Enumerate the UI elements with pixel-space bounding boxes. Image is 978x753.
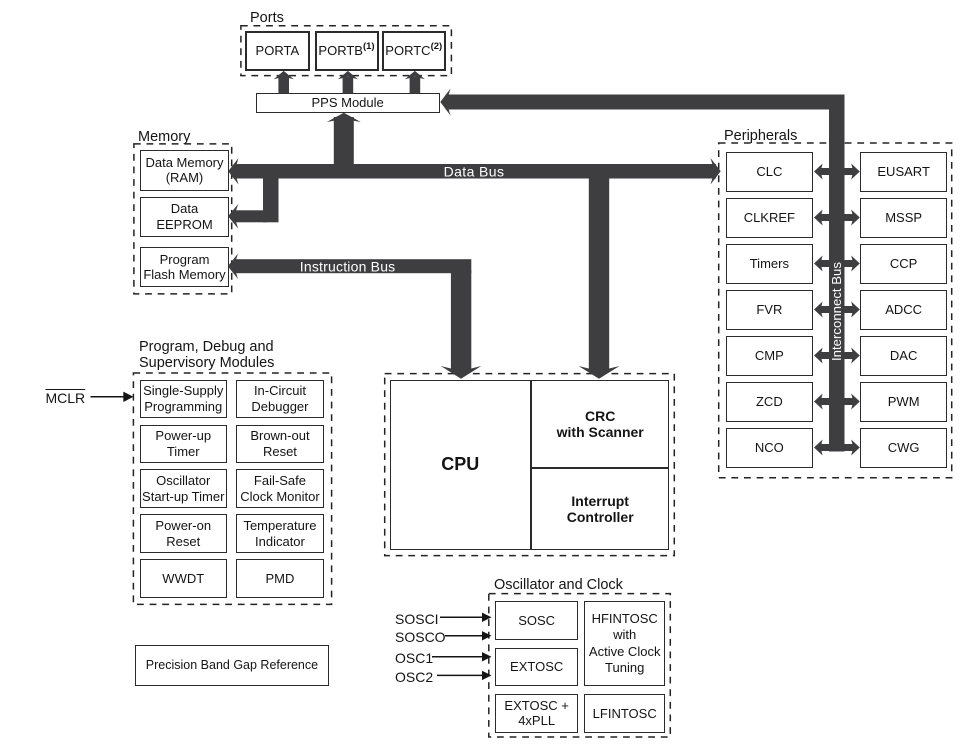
svg-text:Data Bus: Data Bus	[444, 163, 505, 179]
svg-text:Instruction Bus: Instruction Bus	[300, 258, 396, 274]
svg-text:Interconnect Bus: Interconnect Bus	[829, 262, 844, 361]
